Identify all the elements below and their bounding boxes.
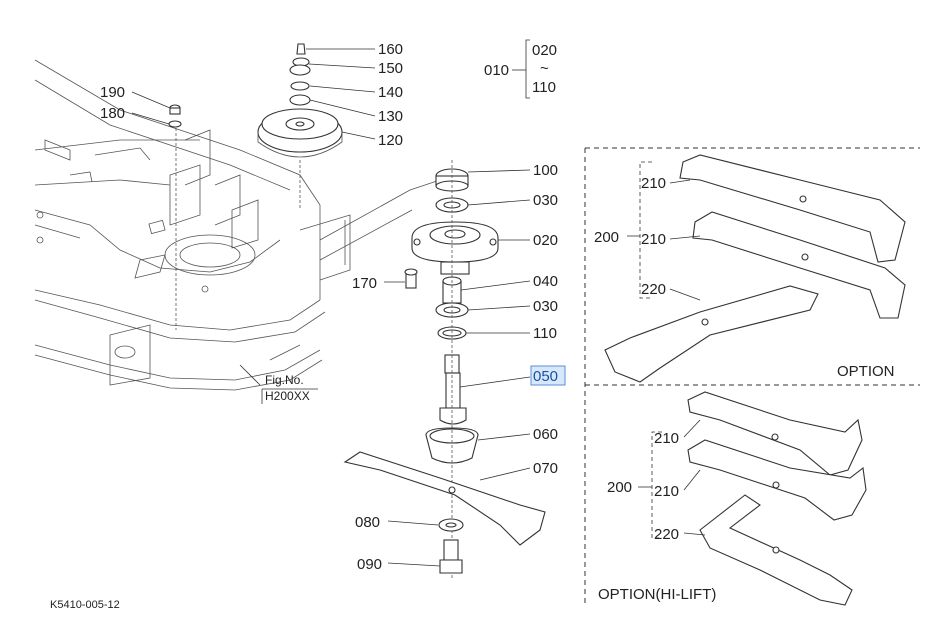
- bolt-090: [439, 539, 463, 574]
- part-label-070[interactable]: 070: [533, 460, 558, 477]
- option-labels: 200 210 210 220 OPTION: [594, 161, 895, 380]
- part-label-130[interactable]: 130: [378, 108, 403, 125]
- option-part-210-b[interactable]: 210: [641, 231, 666, 248]
- selected-part-highlight: [530, 365, 566, 386]
- group-label-010[interactable]: 010: [484, 62, 509, 79]
- hilift-part-220[interactable]: 220: [654, 526, 679, 543]
- fig-number-callout: Fig.No. H200XX: [239, 364, 318, 404]
- mower-deck: [34, 59, 441, 391]
- hilift-labels: 200 210 210 220 OPTION(HI-LIFT): [598, 419, 716, 603]
- blade-070: [343, 451, 546, 546]
- spindle-assembly: [404, 160, 499, 580]
- part-label-110[interactable]: 110: [533, 325, 557, 342]
- part-label-160[interactable]: 160: [378, 41, 403, 58]
- group-bracket: 010 020 ~ 110: [484, 39, 557, 99]
- hilift-part-210-a[interactable]: 210: [654, 430, 679, 447]
- hilift-blades: [687, 391, 867, 606]
- pulley-assembly: [257, 43, 343, 210]
- part-label-180[interactable]: 180: [100, 105, 125, 122]
- catalog-code: K5410-005-12: [50, 599, 120, 611]
- part-label-120[interactable]: 120: [378, 132, 403, 149]
- part-label-170[interactable]: 170: [352, 275, 377, 292]
- option-title: OPTION: [837, 363, 895, 380]
- part-label-050[interactable]: 050: [533, 368, 558, 385]
- option-panels-frame: [584, 147, 920, 605]
- option-part-210-a[interactable]: 210: [641, 175, 666, 192]
- part-label-100[interactable]: 100: [533, 162, 558, 179]
- part-label-150[interactable]: 150: [378, 60, 403, 77]
- fig-no-label: Fig.No.: [265, 373, 304, 387]
- group-tilde: ~: [540, 60, 549, 77]
- part-labels: 160 150 140 130 120 190 180 170 100 030 …: [100, 41, 566, 573]
- option-blades: [604, 154, 906, 383]
- option-part-200[interactable]: 200: [594, 229, 619, 246]
- fig-no-value: H200XX: [265, 389, 310, 403]
- option-part-220[interactable]: 220: [641, 281, 666, 298]
- part-label-030-lower[interactable]: 030: [533, 298, 558, 315]
- part-label-030-upper[interactable]: 030: [533, 192, 558, 209]
- hilift-title: OPTION(HI-LIFT): [598, 586, 716, 603]
- part-label-020[interactable]: 020: [533, 232, 558, 249]
- part-label-090[interactable]: 090: [357, 556, 382, 573]
- bolt-190-180: [168, 104, 182, 128]
- part-label-040[interactable]: 040: [533, 273, 558, 290]
- leader-lines: [131, 48, 531, 567]
- group-to-110[interactable]: 110: [532, 79, 556, 96]
- hilift-part-210-b[interactable]: 210: [654, 483, 679, 500]
- group-from-020[interactable]: 020: [532, 42, 557, 59]
- part-label-140[interactable]: 140: [378, 84, 403, 101]
- hilift-part-200[interactable]: 200: [607, 479, 632, 496]
- part-label-080[interactable]: 080: [355, 514, 380, 531]
- part-label-060[interactable]: 060: [533, 426, 558, 443]
- washer-080: [438, 518, 464, 532]
- part-label-190[interactable]: 190: [100, 84, 125, 101]
